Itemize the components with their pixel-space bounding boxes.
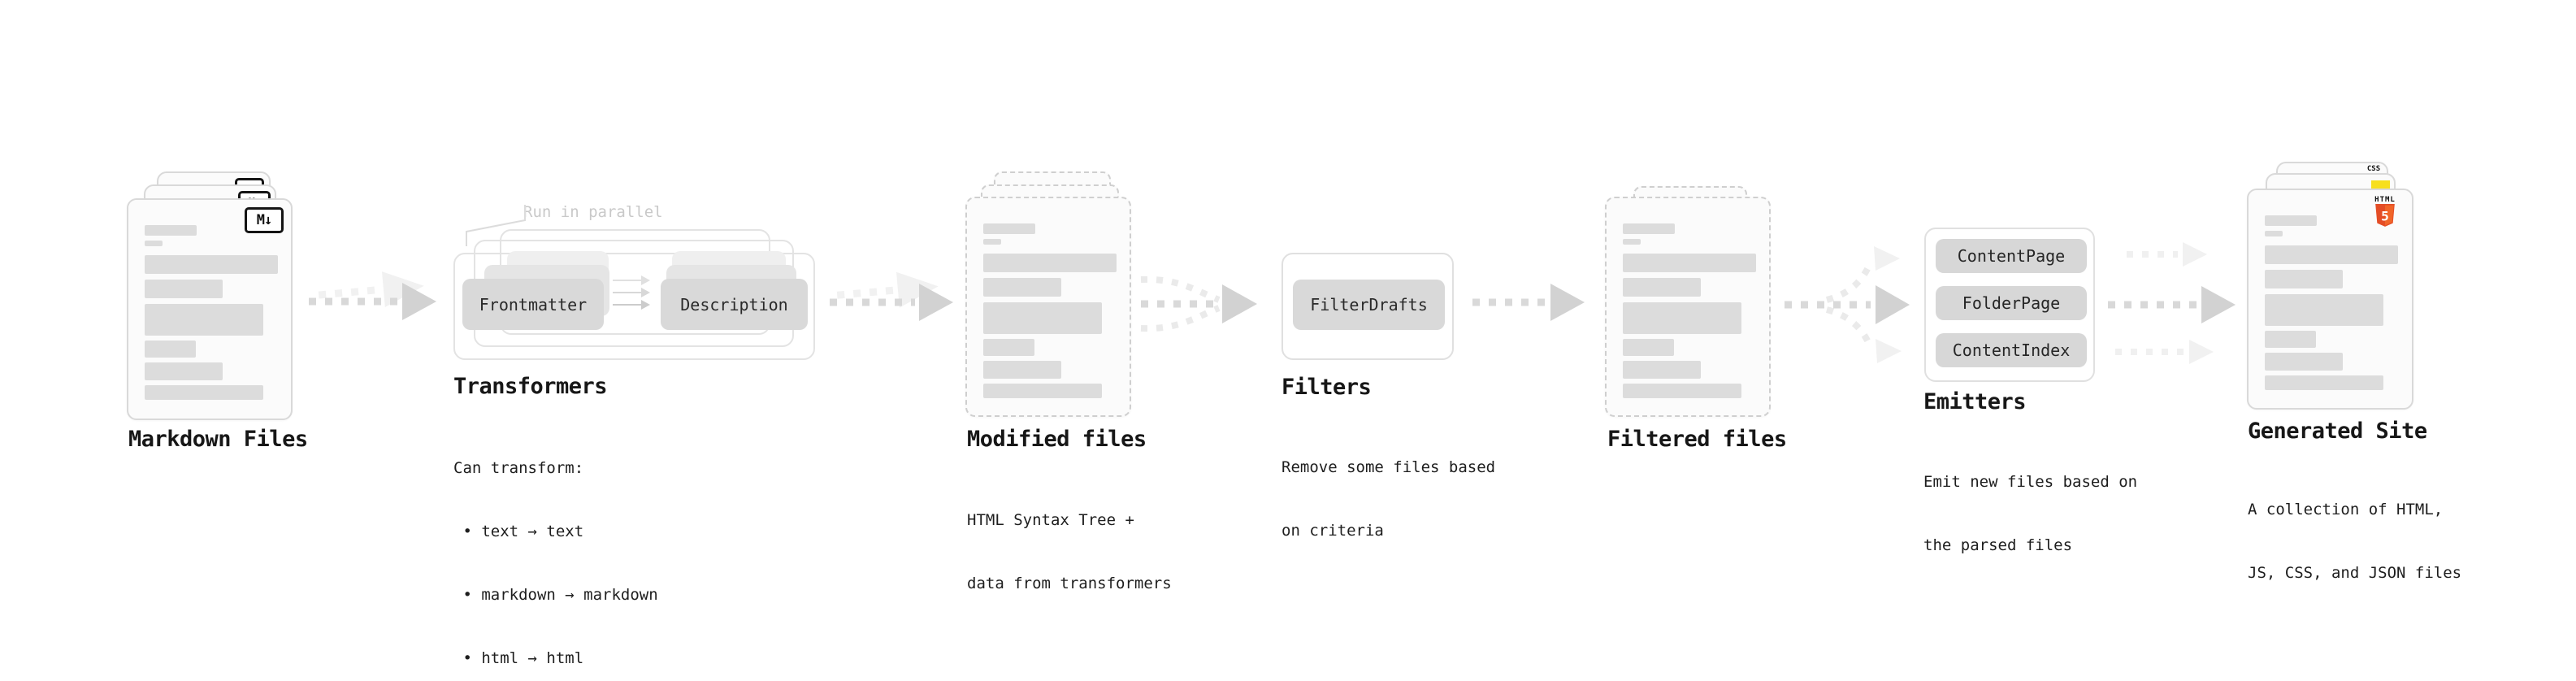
stage-title-markdown-files: Markdown Files bbox=[128, 427, 308, 452]
modified-files-notes: HTML Syntax Tree + data from transformer… bbox=[967, 467, 1172, 636]
run-in-parallel-annotation: Run in parallel bbox=[523, 203, 663, 221]
fork-arrow-icon bbox=[1785, 246, 1910, 363]
note-line: data from transformers bbox=[967, 575, 1172, 592]
placeholder-bar bbox=[145, 255, 278, 274]
svg-text:5: 5 bbox=[2381, 208, 2389, 223]
stage-title-filtered-files: Filtered files bbox=[1607, 427, 1787, 452]
flow-arrow-faint-icon bbox=[2127, 242, 2207, 267]
flow-arrow-icon bbox=[309, 283, 436, 320]
transformer-pill-frontmatter: Frontmatter bbox=[462, 279, 604, 330]
note-line: HTML Syntax Tree + bbox=[967, 511, 1134, 529]
note-line: Remove some files based bbox=[1281, 458, 1496, 476]
note-line: • markdown → markdown bbox=[453, 586, 658, 604]
stage-title-emitters: Emitters bbox=[1923, 389, 2027, 414]
note-line: the parsed files bbox=[1923, 536, 2073, 554]
flow-arrow-icon bbox=[830, 284, 953, 321]
placeholder-bar bbox=[1623, 361, 1701, 379]
note-line: • html → html bbox=[453, 649, 584, 667]
generated-file-card-front: HTML 5 bbox=[2247, 189, 2413, 410]
placeholder-bar bbox=[1623, 384, 1741, 398]
stage-title-filters: Filters bbox=[1281, 375, 1372, 400]
note-line: on criteria bbox=[1281, 522, 1384, 540]
placeholder-bar bbox=[2265, 353, 2343, 371]
stage-title-modified-files: Modified files bbox=[967, 427, 1147, 452]
placeholder-bar bbox=[1623, 302, 1741, 334]
markdown-file-card-front: M↓ bbox=[127, 198, 293, 420]
placeholder-bar bbox=[983, 278, 1061, 297]
filters-box bbox=[1281, 253, 1454, 360]
transformer-pill-description: Description bbox=[661, 279, 808, 330]
placeholder-bar bbox=[983, 302, 1102, 334]
placeholder-bar bbox=[2265, 270, 2343, 288]
emitters-notes: Emit new files based on the parsed files bbox=[1923, 429, 2137, 598]
emitter-pill-contentpage: ContentPage bbox=[1936, 239, 2087, 273]
transformer-layer-front bbox=[453, 253, 815, 360]
flow-arrow-echo-icon bbox=[318, 271, 424, 307]
placeholder-bar bbox=[983, 254, 1117, 272]
placeholder-bar bbox=[145, 280, 223, 298]
filtered-file-card-front bbox=[1605, 197, 1771, 417]
placeholder-bar bbox=[983, 239, 1001, 245]
placeholder-bar bbox=[2265, 231, 2283, 236]
placeholder-bar bbox=[145, 304, 263, 336]
note-line: Can transform: bbox=[453, 459, 584, 477]
merge-arrow-icon bbox=[1140, 275, 1257, 332]
flow-arrow-faint-icon bbox=[2115, 340, 2214, 364]
placeholder-bar bbox=[145, 362, 223, 380]
placeholder-bar bbox=[2265, 375, 2383, 390]
placeholder-bar bbox=[1623, 223, 1675, 234]
generated-site-notes: A collection of HTML, JS, CSS, and JSON … bbox=[2248, 457, 2461, 626]
flow-arrow-echo-icon bbox=[836, 271, 939, 308]
placeholder-bar bbox=[2265, 331, 2316, 348]
placeholder-bar bbox=[1623, 339, 1674, 356]
html5-icon: HTML 5 bbox=[2369, 196, 2401, 228]
placeholder-bar bbox=[2265, 215, 2317, 226]
markdown-icon: M↓ bbox=[245, 207, 284, 233]
placeholder-bar bbox=[1623, 254, 1756, 272]
emitters-box: ContentPage FolderPage ContentIndex bbox=[1924, 228, 2095, 382]
placeholder-bar bbox=[983, 384, 1102, 398]
placeholder-bar bbox=[2265, 245, 2398, 264]
placeholder-bar bbox=[145, 225, 197, 236]
note-line: Emit new files based on bbox=[1923, 473, 2138, 491]
placeholder-bar bbox=[1623, 239, 1641, 245]
emitter-pill-folderpage: FolderPage bbox=[1936, 286, 2087, 320]
note-line: • text → text bbox=[453, 523, 584, 540]
transformers-notes: Can transform: • text → text • markdown … bbox=[453, 415, 658, 681]
placeholder-bar bbox=[145, 340, 196, 358]
note-line: A collection of HTML, bbox=[2248, 501, 2444, 518]
flow-arrow-icon bbox=[1472, 284, 1585, 321]
stage-title-transformers: Transformers bbox=[453, 374, 608, 399]
placeholder-bar bbox=[2265, 294, 2383, 326]
placeholder-bar bbox=[983, 361, 1061, 379]
stage-title-generated-site: Generated Site bbox=[2248, 419, 2427, 444]
filter-pill-filterdrafts: FilterDrafts bbox=[1293, 280, 1445, 330]
placeholder-bar bbox=[983, 223, 1035, 234]
placeholder-bar bbox=[1623, 278, 1701, 297]
filters-notes: Remove some files based on criteria bbox=[1281, 414, 1495, 583]
modified-file-card-front bbox=[965, 197, 1131, 417]
note-line: JS, CSS, and JSON files bbox=[2248, 564, 2462, 582]
flow-arrow-icon bbox=[2108, 286, 2236, 323]
placeholder-bar bbox=[145, 241, 163, 246]
emitter-pill-contentindex: ContentIndex bbox=[1936, 333, 2087, 367]
placeholder-bar bbox=[145, 385, 263, 400]
placeholder-bar bbox=[983, 339, 1034, 356]
